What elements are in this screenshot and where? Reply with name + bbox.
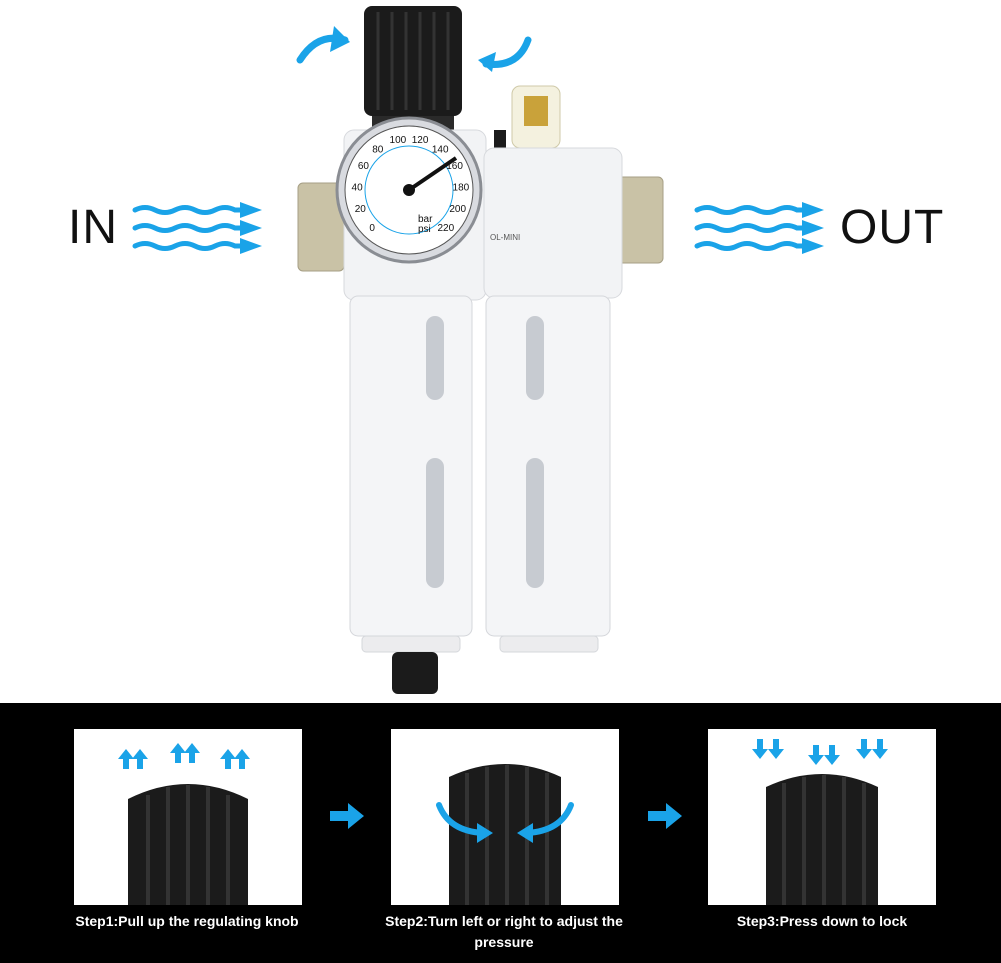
gauge-tick-label: 160 (446, 161, 463, 172)
step2-caption: Step2:Turn left or right to adjust the p… (385, 913, 623, 950)
inlet-flow-arrows-icon (132, 202, 262, 254)
gauge-unit-psi: psi (418, 224, 431, 235)
gauge-tick-label: 200 (449, 204, 466, 215)
filter-bowl (349, 295, 473, 637)
regulating-knob (364, 6, 462, 116)
outlet-label: OUT (840, 201, 945, 254)
gauge-tick-label: 60 (358, 161, 370, 172)
gauge-tick-label: 180 (453, 182, 470, 193)
pull-up-arrows-icon (118, 743, 250, 769)
lubricator-model-text: OL-MINI (490, 233, 520, 242)
step3-caption: Step3:Press down to lock (736, 913, 908, 929)
gauge-tick-label: 220 (437, 223, 454, 234)
next-step-arrow-icon (330, 803, 364, 829)
outlet-flow-arrows-icon (694, 202, 824, 254)
lubricator-bowl (485, 295, 611, 637)
press-down-arrows-icon (752, 739, 888, 765)
inlet-label: IN (68, 201, 118, 254)
gauge-tick-label: 0 (369, 223, 375, 234)
step1-image (74, 729, 302, 905)
outlet-port (616, 176, 664, 264)
drain-valve (392, 652, 438, 694)
gauge-tick-label: 40 (352, 182, 364, 193)
step2-image (391, 729, 619, 905)
step1-caption: Step1:Pull up the regulating knob (75, 913, 299, 929)
step3-image (708, 729, 936, 905)
product-hero: IN OUT (68, 6, 945, 694)
gauge-tick-label: 120 (412, 135, 429, 146)
gauge-unit-bar: bar (418, 214, 433, 225)
steps-panel: Step1:Pull up the regulating knob Step2:… (0, 703, 1001, 963)
gauge-tick-label: 20 (355, 204, 367, 215)
next-step-arrow-icon (648, 803, 682, 829)
gauge-tick-label: 140 (432, 144, 449, 155)
gauge-tick-label: 80 (372, 144, 384, 155)
gauge-tick-label: 100 (390, 135, 407, 146)
